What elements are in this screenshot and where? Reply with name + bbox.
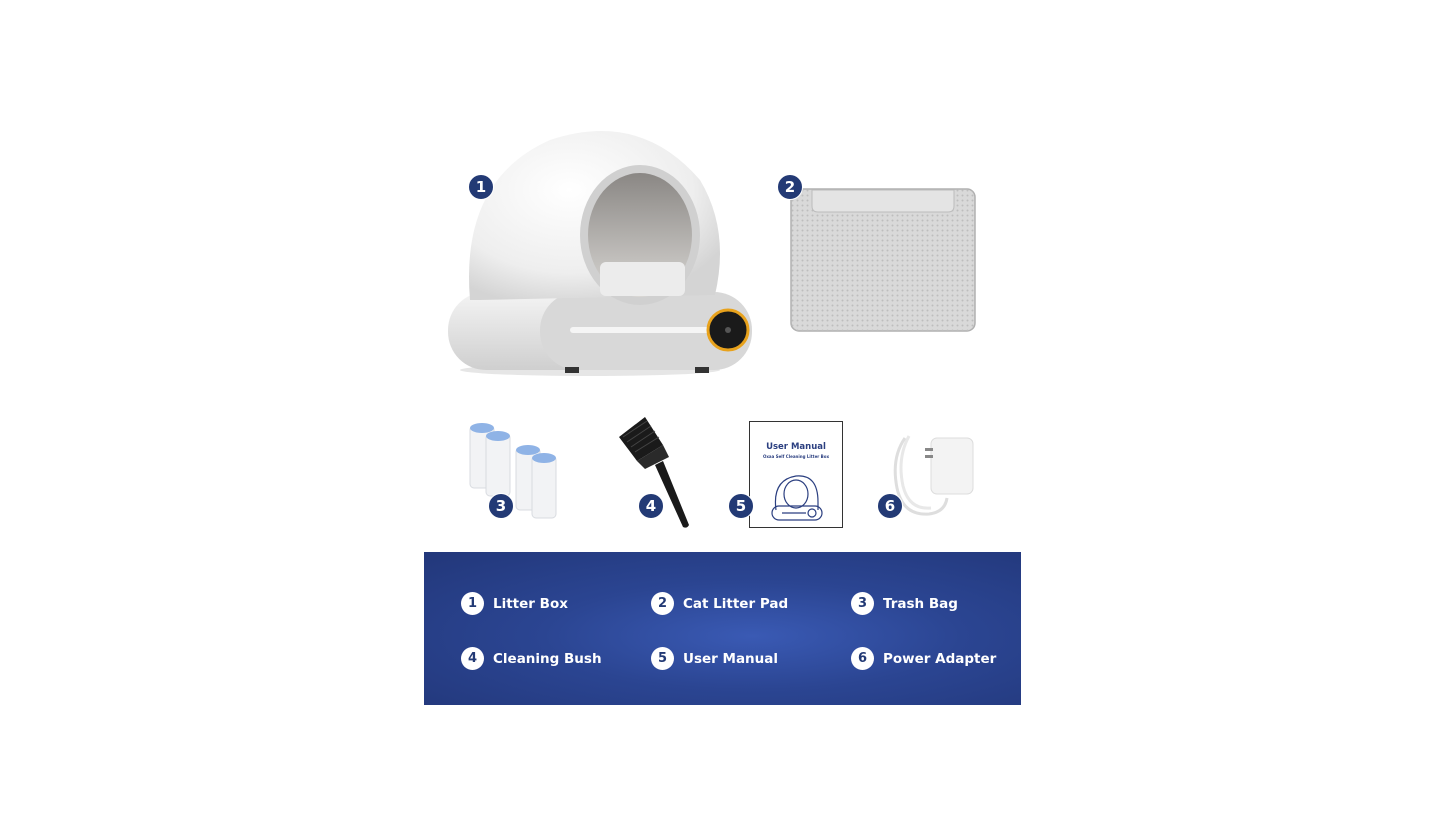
legend-number-5: 5	[651, 647, 674, 670]
legend-number-1: 1	[461, 592, 484, 615]
legend-item-cat-litter-pad: 2 Cat Litter Pad	[651, 592, 788, 615]
legend-panel: 1 Litter Box 2 Cat Litter Pad 3 Trash Ba…	[424, 552, 1021, 705]
item-badge-4: 4	[638, 493, 664, 519]
legend-label-cleaning-bush: Cleaning Bush	[493, 650, 602, 667]
cleaning-brush-image	[615, 415, 695, 530]
legend-item-user-manual: 5 User Manual	[651, 647, 778, 670]
legend-item-trash-bag: 3 Trash Bag	[851, 592, 958, 615]
legend-label-user-manual: User Manual	[683, 650, 779, 667]
item-badge-6: 6	[877, 493, 903, 519]
legend-item-cleaning-bush: 4 Cleaning Bush	[461, 647, 602, 670]
cat-litter-pad-image	[790, 188, 976, 332]
manual-cover-subtitle: Oxaa Self Cleaning Litter Box	[762, 454, 830, 459]
legend-label-power-adapter: Power Adapter	[883, 650, 997, 667]
item-badge-5: 5	[728, 493, 754, 519]
item-badge-2: 2	[777, 174, 803, 200]
litter-box-image	[440, 120, 760, 380]
legend-label-cat-litter-pad: Cat Litter Pad	[683, 595, 789, 612]
power-adapter-image	[885, 428, 977, 523]
trash-bag-image	[468, 420, 563, 520]
legend-number-4: 4	[461, 647, 484, 670]
item-badge-1: 1	[468, 174, 494, 200]
legend-label-trash-bag: Trash Bag	[883, 595, 958, 612]
user-manual-image: User Manual Oxaa Self Cleaning Litter Bo…	[749, 421, 843, 528]
manual-cover-title: User Manual	[766, 442, 826, 452]
legend-item-power-adapter: 6 Power Adapter	[851, 647, 996, 670]
item-badge-3: 3	[488, 493, 514, 519]
legend-number-3: 3	[851, 592, 874, 615]
legend-item-litter-box: 1 Litter Box	[461, 592, 568, 615]
legend-number-2: 2	[651, 592, 674, 615]
legend-number-6: 6	[851, 647, 874, 670]
legend-label-litter-box: Litter Box	[493, 595, 568, 612]
